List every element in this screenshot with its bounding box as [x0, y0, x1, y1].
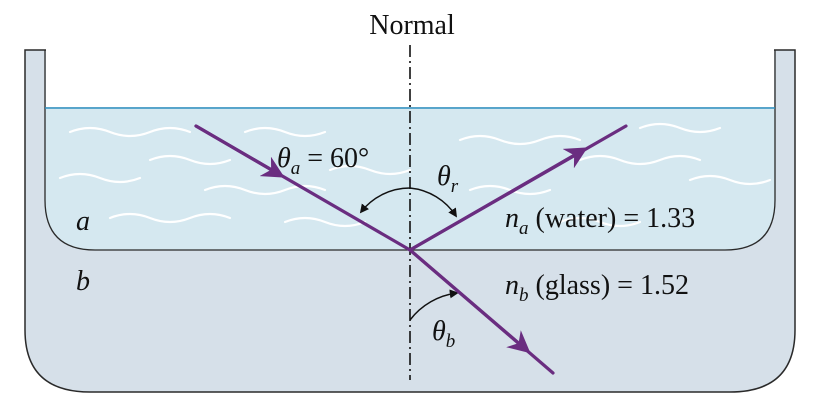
theta-symbol: θ	[437, 161, 451, 192]
wave-line	[243, 126, 327, 138]
theta-subscript: r	[451, 176, 459, 197]
wave-line	[468, 184, 552, 196]
angle-b-label: θb	[432, 316, 455, 352]
normal-label: Normal	[369, 10, 455, 41]
medium-b-letter: b	[76, 266, 90, 297]
water-waves	[58, 122, 772, 228]
reflected-ray-arrow	[408, 147, 588, 252]
wave-line	[558, 216, 642, 228]
wave-line	[458, 134, 582, 146]
index-water-label: na (water) = 1.33	[505, 203, 695, 239]
wave-line	[328, 164, 412, 176]
index-symbol: n	[505, 270, 519, 301]
rays	[194, 124, 628, 375]
theta-symbol: θ	[432, 316, 446, 347]
angle-arc-reflected	[409, 187, 457, 218]
wave-line	[68, 126, 192, 138]
angle-arc-incident	[359, 187, 411, 214]
theta-subscript: b	[446, 331, 456, 352]
index-glass-label: nb (glass) = 1.52	[505, 270, 689, 306]
wave-line	[578, 154, 702, 166]
wave-line	[283, 216, 367, 228]
wave-line	[638, 122, 722, 134]
index-value: (water) = 1.33	[529, 203, 696, 234]
angle-a-label: θa = 60°	[277, 143, 369, 179]
wave-line	[688, 174, 772, 186]
angle-arc-refracted	[409, 289, 459, 321]
angle-a-value: = 60°	[300, 143, 369, 174]
theta-subscript: a	[291, 158, 301, 179]
angle-r-label: θr	[437, 161, 459, 197]
index-symbol: n	[505, 203, 519, 234]
index-subscript: a	[519, 218, 529, 239]
wave-line	[108, 212, 232, 224]
refracted-ray-arrow	[408, 248, 531, 354]
wave-line	[58, 172, 142, 184]
wave-line	[148, 154, 232, 166]
incident-ray-arrow	[194, 124, 285, 178]
index-subscript: b	[519, 285, 529, 306]
wave-line	[203, 184, 327, 196]
theta-symbol: θ	[277, 143, 291, 174]
medium-a-letter: a	[76, 206, 90, 237]
index-value: (glass) = 1.52	[529, 270, 689, 301]
